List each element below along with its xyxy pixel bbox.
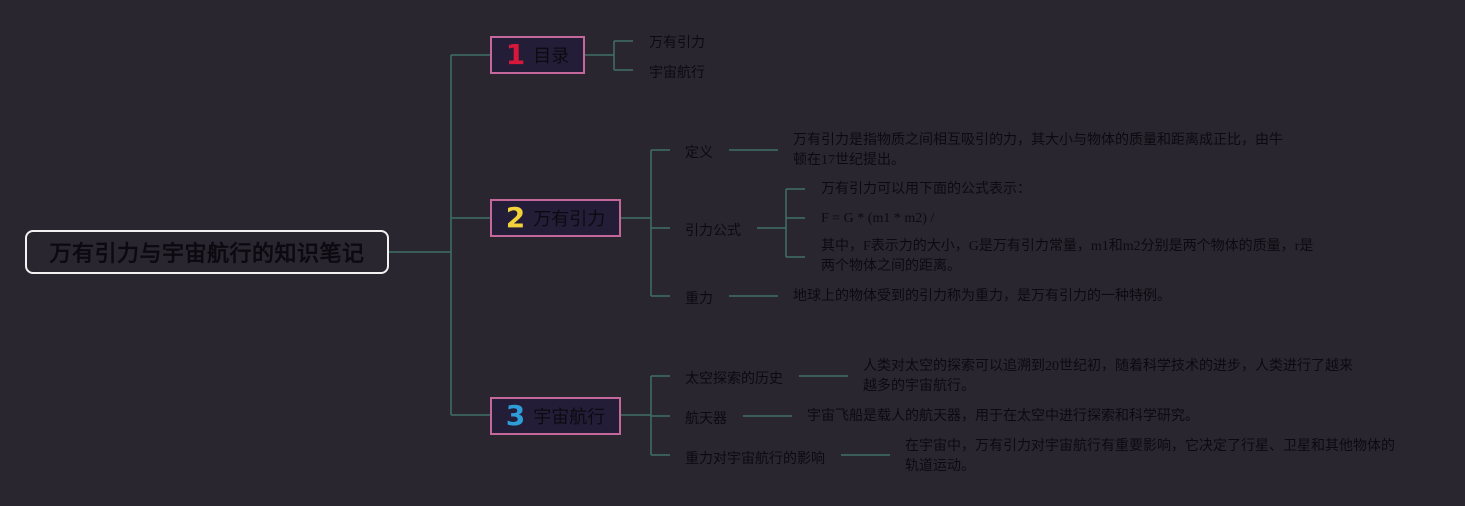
contents-item-spaceflight[interactable]: 宇宙航行 [649, 65, 705, 81]
root-title: 万有引力与宇宙航行的知识笔记 [49, 242, 365, 267]
detail-formula-explanation: 其中，F表示力的大小，G是万有引力常量，m1和m2分别是两个物体的质量，r是两个… [821, 239, 1314, 274]
topic-definition[interactable]: 定义 [685, 145, 713, 161]
detail-gravity: 地球上的物体受到的引力称为重力，是万有引力的一种特例。 [793, 289, 1171, 304]
branch-number-1: 1 [505, 38, 526, 71]
branch-label-gravitation: 万有引力 [533, 209, 606, 230]
connector-b2-formula [757, 188, 805, 258]
root-node[interactable]: 万有引力与宇宙航行的知识笔记 [25, 230, 389, 274]
detail-formula-expression: F = G * (m1 * m2) / [821, 211, 935, 226]
detail-exploration-history: 人类对太空的探索可以追溯到20世纪初，随着科学技术的进步，人类进行了越来越多的宇… [863, 359, 1353, 394]
connector-b2 [621, 149, 670, 297]
connector-b3 [621, 375, 670, 456]
topic-gravity-effect[interactable]: 重力对宇宙航行的影响 [685, 451, 825, 467]
branch-node-contents[interactable]: 1 目录 [490, 36, 585, 74]
detail-formula-intro: 万有引力可以用下面的公式表示： [821, 182, 1031, 197]
branch-label-spaceflight: 宇宙航行 [533, 407, 606, 428]
branch-number-3: 3 [505, 399, 526, 432]
detail-definition: 万有引力是指物质之间相互吸引的力，其大小与物体的质量和距离成正比，由牛顿在17世… [793, 133, 1283, 168]
branch-number-2: 2 [505, 201, 526, 234]
topic-spacecraft[interactable]: 航天器 [685, 411, 727, 427]
topic-formula[interactable]: 引力公式 [685, 223, 741, 239]
branch-label-contents: 目录 [533, 46, 570, 67]
topic-gravity[interactable]: 重力 [685, 291, 713, 307]
connector-b1 [585, 40, 633, 71]
branch-node-spaceflight[interactable]: 3 宇宙航行 [490, 397, 621, 435]
detail-spacecraft: 宇宙飞船是载人的航天器，用于在太空中进行探索和科学研究。 [807, 409, 1199, 424]
detail-gravity-effect: 在宇宙中，万有引力对宇宙航行有重要影响，它决定了行星、卫星和其他物体的轨道运动。 [905, 439, 1395, 474]
branch-node-gravitation[interactable]: 2 万有引力 [490, 199, 621, 237]
contents-item-gravitation[interactable]: 万有引力 [649, 35, 705, 51]
topic-exploration-history[interactable]: 太空探索的历史 [685, 371, 783, 387]
